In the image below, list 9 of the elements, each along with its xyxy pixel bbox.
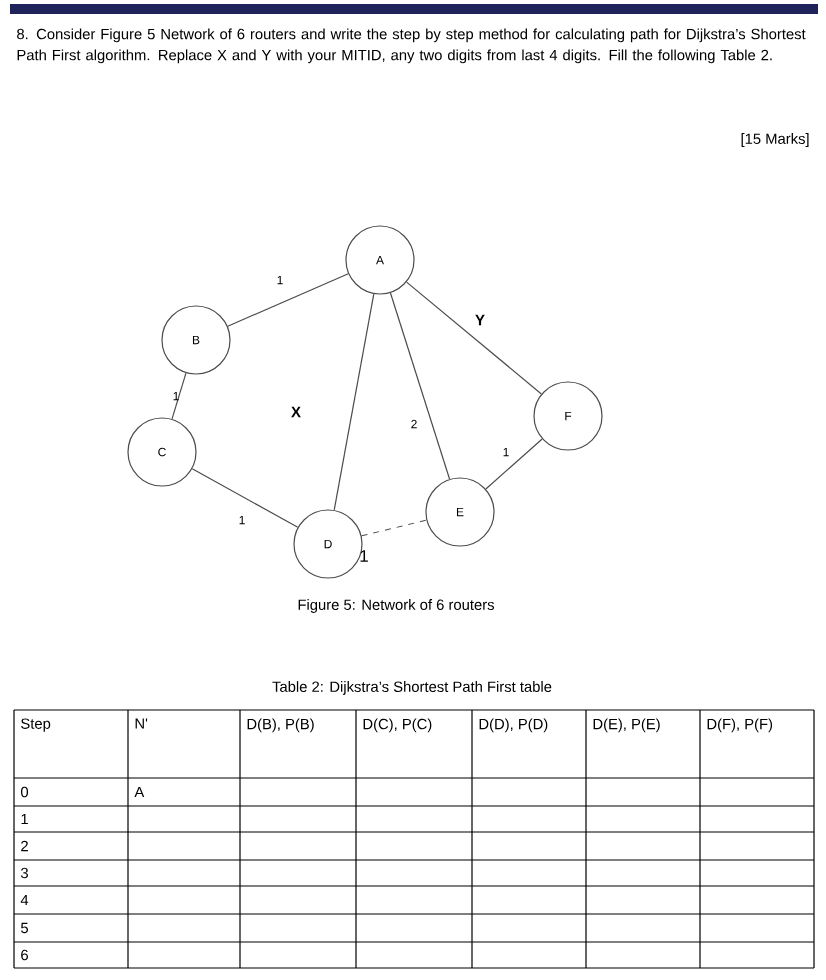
link-line [361,519,427,537]
link-line [333,293,375,511]
link-line [171,372,187,420]
link-line [406,281,542,395]
link-line [191,468,299,528]
link-line [227,273,349,327]
link-line [389,292,451,480]
edge-label: 1 [360,550,368,562]
link-line [485,438,543,490]
